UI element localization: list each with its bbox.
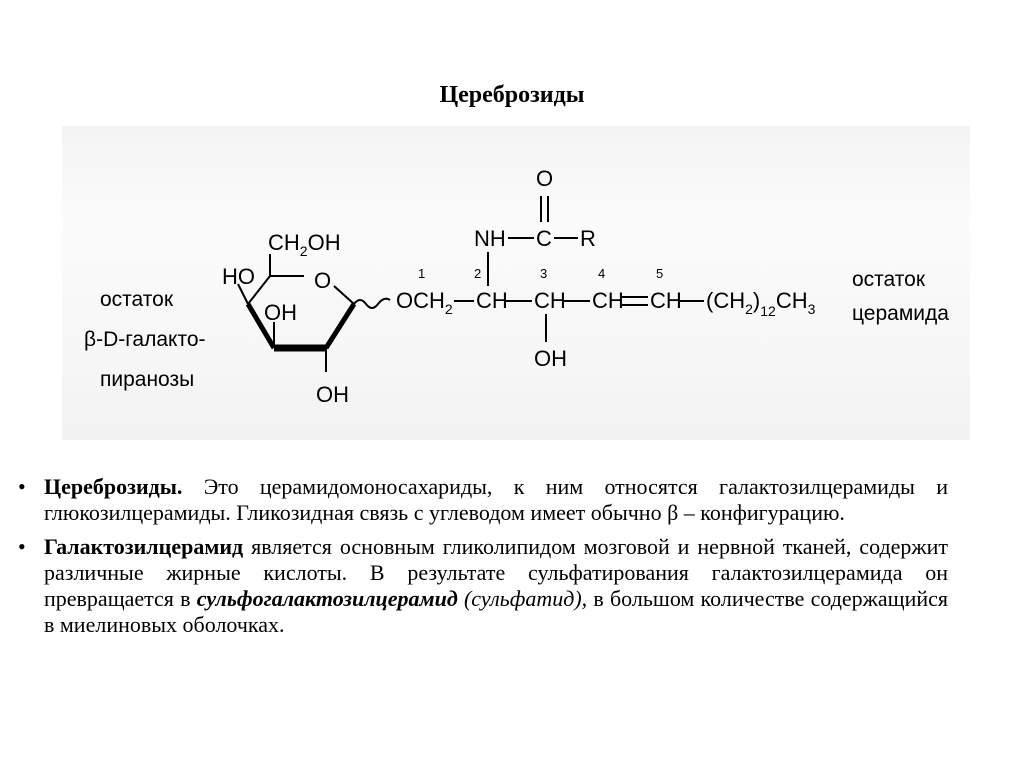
chain-ch-5: CH bbox=[650, 288, 682, 313]
label-left-line-1: остаток bbox=[100, 288, 174, 311]
ring-ho-label: HO bbox=[222, 264, 255, 289]
pyranose-ring bbox=[237, 254, 391, 372]
amide-carbon: C bbox=[536, 226, 552, 251]
bullet-list: • Цереброзиды. Это церамидомоносахариды,… bbox=[18, 474, 948, 646]
label-left-line-2: β-D-галакто- bbox=[84, 328, 206, 351]
c3-hydroxyl: OH bbox=[534, 346, 567, 371]
carbon-number-3: 3 bbox=[540, 266, 547, 281]
bullet-1-text: Это церамидомоносахариды, к ним относятс… bbox=[44, 474, 948, 525]
cerebroside-structure-figure: остаток β-D-галакто- пиранозы остаток це… bbox=[62, 126, 970, 440]
chain-ch-2: CH bbox=[476, 288, 508, 313]
page-title: Цереброзиды bbox=[439, 82, 585, 108]
carbon-number-5: 5 bbox=[656, 266, 663, 281]
ring-oh-bottom: OH bbox=[316, 382, 349, 407]
carbon-number-2: 2 bbox=[474, 266, 481, 281]
bullet-2-sulfo-term: сульфогалактозилцерамид bbox=[196, 586, 458, 611]
chain-ch-4: CH bbox=[592, 288, 624, 313]
carbon-number-4: 4 bbox=[598, 266, 605, 281]
ring-oxygen: O bbox=[314, 268, 331, 293]
bullet-1-term: Цереброзиды. bbox=[44, 474, 183, 499]
label-right-line-2: церамида bbox=[852, 302, 949, 325]
bullet-2-sulfatide: (сульфатид), bbox=[457, 586, 588, 611]
carbonyl-oxygen: O bbox=[536, 166, 553, 191]
chain-ch-3: CH bbox=[534, 288, 566, 313]
carbon-number-1: 1 bbox=[418, 266, 425, 281]
bullet-item-1: • Цереброзиды. Это церамидомоносахариды,… bbox=[18, 474, 948, 526]
bullet-dot-icon: • bbox=[18, 474, 26, 499]
bullet-2-tail: в большом количестве содержащийся в миел… bbox=[44, 586, 949, 637]
chain-och2: OCH2 bbox=[396, 288, 453, 317]
label-right-line-1: остаток bbox=[852, 268, 926, 291]
bullet-2-term: Галактозилцерамид bbox=[44, 534, 244, 559]
ring-ch2oh: CH2OH bbox=[268, 230, 341, 259]
chain-tail: (CH2)12CH3 bbox=[706, 288, 816, 319]
amide-nh: NH bbox=[474, 226, 506, 251]
amide-r: R bbox=[580, 226, 596, 251]
bullet-item-2: • Галактозилцерамид является основным гл… bbox=[18, 534, 948, 638]
structure-svg: остаток β-D-галакто- пиранозы остаток це… bbox=[84, 166, 949, 407]
bullet-2-text: является основным гликолипидом мозговой … bbox=[44, 534, 948, 611]
ring-oh-inner: OH bbox=[264, 300, 297, 325]
label-left-line-3: пиранозы bbox=[100, 368, 194, 391]
bullet-dot-icon: • bbox=[18, 534, 26, 559]
